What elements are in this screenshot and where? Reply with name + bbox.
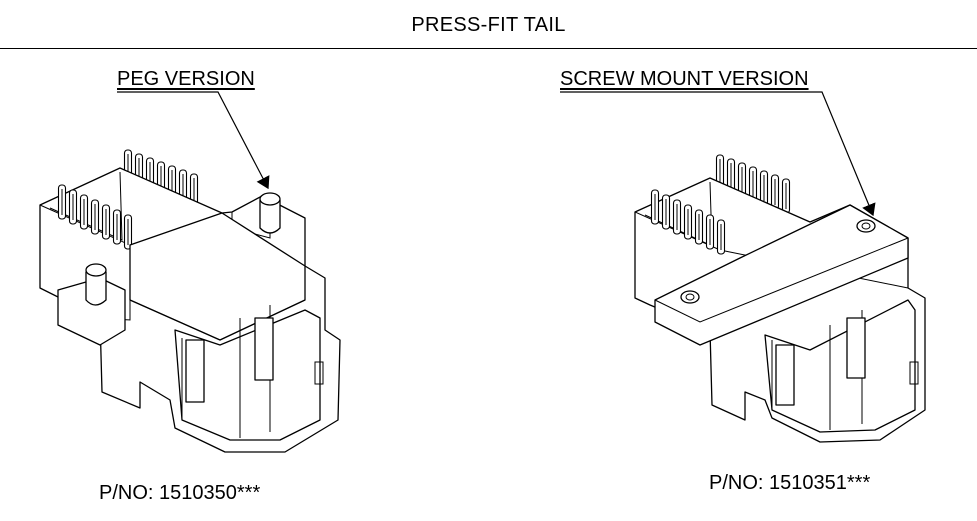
left-peg	[57, 263, 126, 346]
left-screw-hole	[680, 290, 700, 304]
page-title: PRESS-FIT TAIL	[411, 14, 566, 36]
screw-mount-version-label: SCREW MOUNT VERSION	[560, 68, 809, 90]
peg-version-label: PEG VERSION	[117, 68, 255, 90]
peg-part-number: P/NO: 1510350***	[99, 482, 261, 504]
peg-leader-arrow-icon	[117, 91, 270, 190]
right-peg	[259, 192, 281, 234]
right-screw-hole	[856, 219, 876, 233]
peg-version-connector	[39, 149, 341, 453]
screw-mount-connector	[634, 154, 926, 443]
screw-leader-arrow-icon	[560, 91, 876, 217]
title-divider	[0, 48, 977, 49]
screw-part-number: P/NO: 1510351***	[709, 472, 871, 494]
